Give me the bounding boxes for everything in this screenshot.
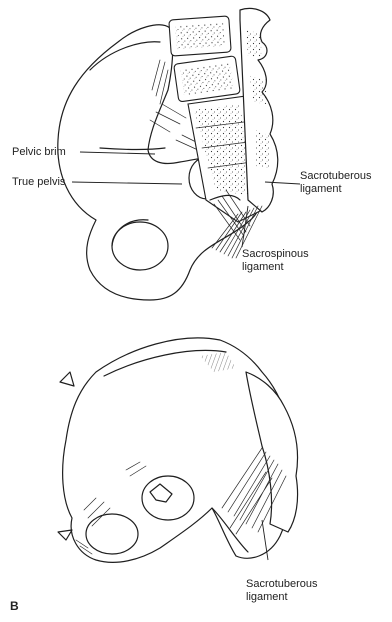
panel-letter-b: B xyxy=(10,600,19,613)
lower-acetabulum xyxy=(142,476,194,520)
label-sacrospinous-line1: Sacrospinous xyxy=(242,248,309,261)
label-sacrotuberous-upper-line1: Sacrotuberous xyxy=(300,170,372,183)
lower-obturator-foramen xyxy=(86,514,138,554)
lower-wing-tip-bottom xyxy=(58,530,72,540)
label-true-pelvis: True pelvis xyxy=(12,176,65,189)
label-sacrotuberous-lower-line2: ligament xyxy=(246,591,288,604)
label-pelvic-brim: Pelvic brim xyxy=(12,146,66,159)
label-sacrotuberous-upper-line2: ligament xyxy=(300,183,342,196)
lower-wing-tip-left xyxy=(60,372,74,386)
lower-pelvis-figure xyxy=(58,338,298,562)
label-sacrotuberous-lower-line1: Sacrotuberous xyxy=(246,578,318,591)
label-sacrospinous-line2: ligament xyxy=(242,261,284,274)
vertebra-l4-body xyxy=(175,22,225,49)
